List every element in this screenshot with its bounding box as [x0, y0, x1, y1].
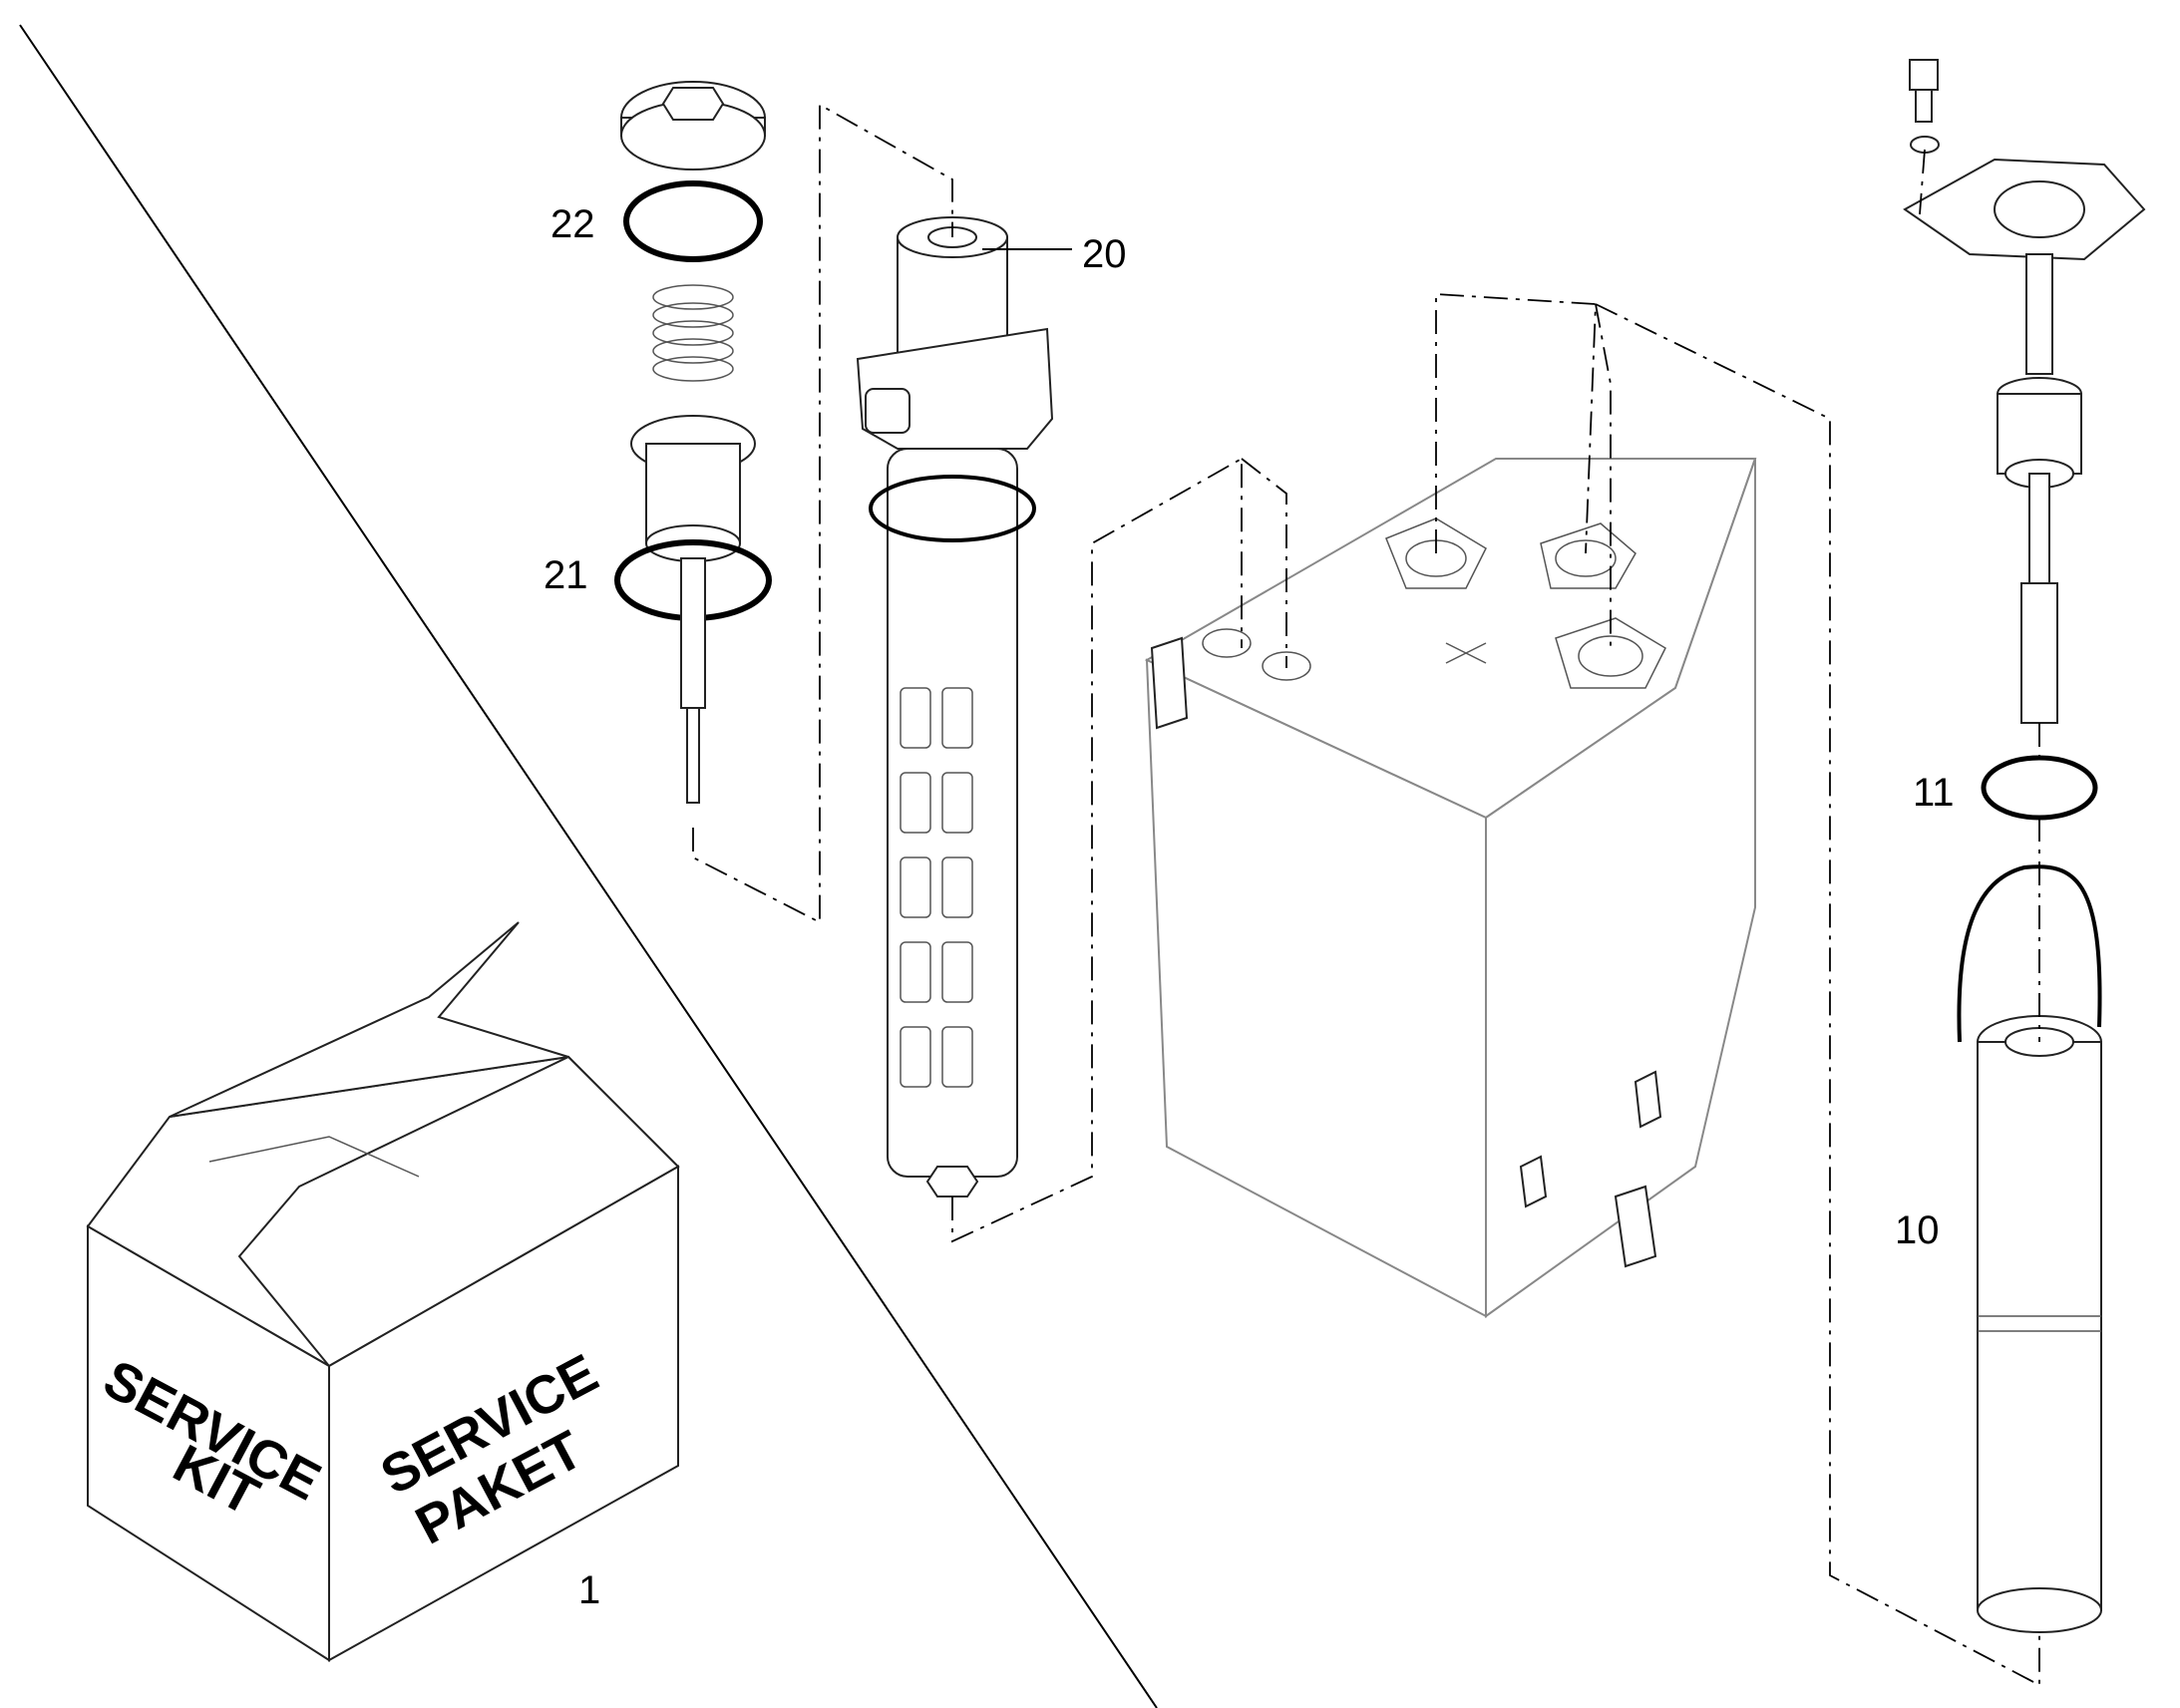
callout-22: 22 — [550, 202, 595, 246]
o-ring-22 — [623, 180, 763, 262]
return-filter — [856, 216, 1054, 1197]
callout-20: 20 — [1082, 232, 1127, 276]
o-ring-11 — [1981, 755, 2098, 821]
bowl-perforations — [900, 687, 973, 1088]
service-kit-box: SERVICE KIT SERVICE PAKET — [86, 921, 680, 1662]
divider-line — [19, 24, 1158, 1708]
callout-11: 11 — [1913, 771, 1955, 815]
level-sensor-assembly — [1903, 59, 2146, 1633]
assembly-centerlines — [692, 103, 2040, 1687]
callout-10: 10 — [1895, 1208, 1940, 1252]
callout-21: 21 — [544, 553, 588, 597]
tank-ports — [1202, 517, 1666, 689]
hydraulic-tank — [1144, 458, 1757, 1318]
callout-1: 1 — [578, 1568, 600, 1612]
filter-o-ring — [869, 475, 1036, 542]
breather-assembly — [614, 81, 772, 804]
spring — [652, 284, 734, 382]
